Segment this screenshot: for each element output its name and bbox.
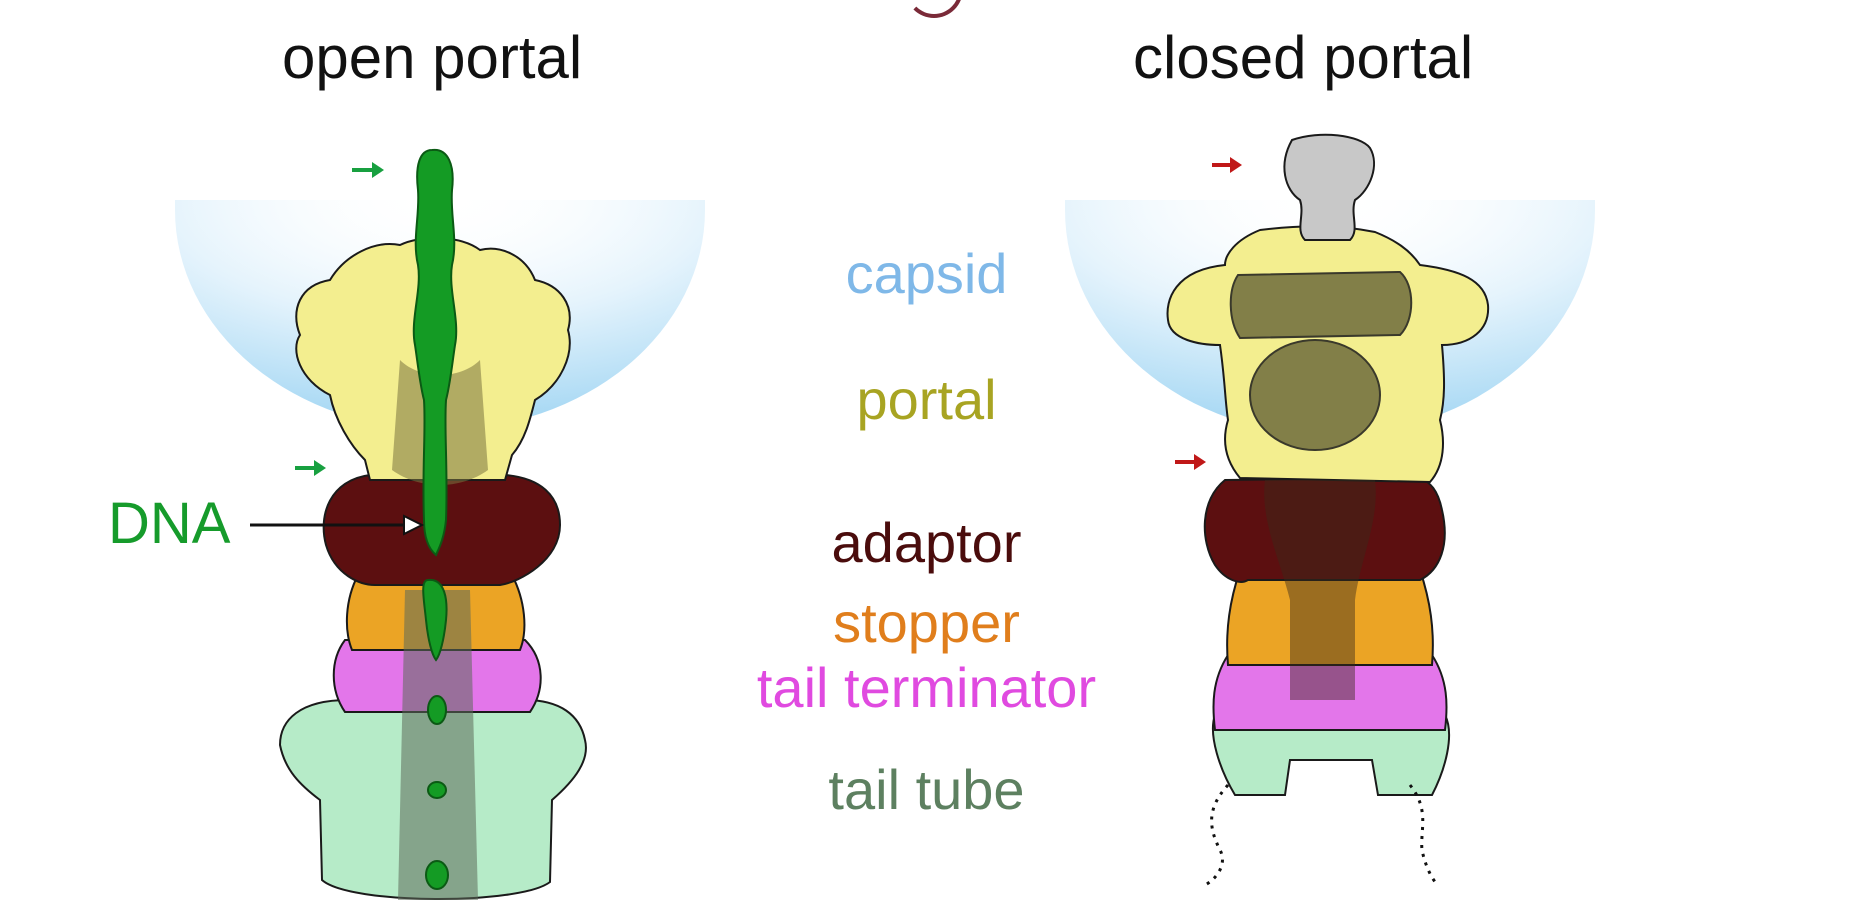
legend-tail-tube: tail tube [828,758,1025,821]
legend-capsid: capsid [845,242,1008,305]
legend-stopper: stopper [833,591,1020,654]
closed-portal-cavity-lower [1249,339,1381,451]
closed-adaptor [1203,476,1446,583]
open-arrow-top [352,162,384,178]
legend-adaptor: adaptor [831,511,1022,574]
dna-label: DNA [108,491,231,556]
closed-arrow-top [1212,157,1242,173]
closed-stopper [1226,569,1434,666]
closed-portal-title: closed portal [1133,24,1474,91]
closed-tail-dotted-left [1204,783,1230,887]
closed-tail-terminator [1212,654,1448,731]
open-portal-structure [175,148,705,900]
open-dna-strand [412,148,458,557]
closed-portal-cavity-upper [1229,270,1413,340]
closed-tail-tube [1211,714,1451,796]
open-dna-blob [427,695,447,725]
closed-arrow-mid [1175,454,1206,470]
closed-channel [1264,480,1376,700]
dna-pointer-arrow [250,514,425,536]
open-arrow-mid [295,460,326,476]
closed-portal-plug [1283,133,1375,241]
closed-portal-structure [1065,133,1595,887]
legend-portal: portal [856,368,997,431]
legend-tail-terminator: tail terminator [756,656,1097,719]
open-dna-lower [422,578,448,662]
open-dna-blob [425,860,449,890]
open-portal-title: open portal [282,24,583,91]
open-tube-channel [398,590,478,900]
open-dna-blob [427,781,447,799]
